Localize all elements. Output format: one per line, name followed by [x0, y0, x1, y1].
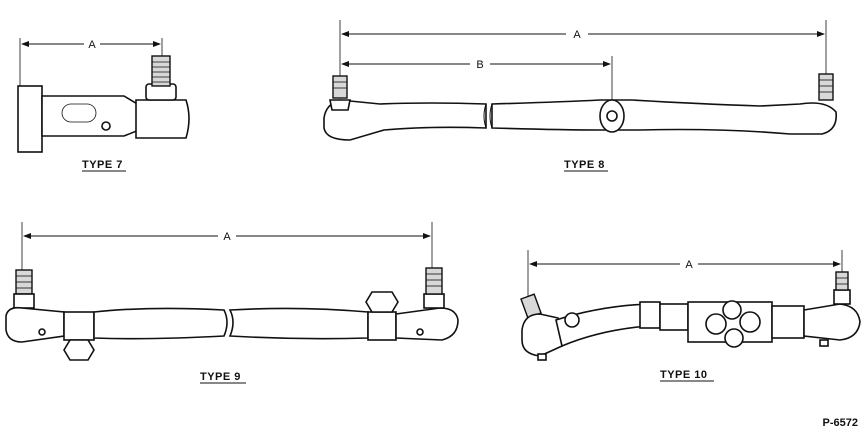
type-9-left-clamp [63, 311, 95, 341]
type-10-port-2 [722, 300, 742, 320]
type-9-right-socket [395, 307, 459, 341]
type-9-right-stud [425, 267, 443, 295]
type-7-socket-housing [135, 99, 190, 139]
type-9-dim-a-label: A [223, 231, 231, 243]
type-10-sleeve-left [659, 303, 689, 331]
type-10-dim-a-label: A [685, 259, 693, 271]
type-8-caption: TYPE 8 [564, 159, 605, 171]
type-10-right-stud-base [833, 289, 851, 305]
type-8-adjuster-bolt [606, 110, 618, 122]
type-9-left-grease-fitting [38, 328, 46, 336]
type-9-right-clamp [367, 311, 397, 341]
type-8-assembly: A B TYPE 8 [323, 20, 838, 172]
plate-number: P-6572 [823, 417, 858, 429]
type-10-caption: TYPE 10 [660, 369, 708, 381]
type-10-port-3 [739, 311, 761, 333]
type-9-assembly: A TYPE 9 [5, 222, 459, 384]
type-10-port-1 [705, 313, 727, 335]
type-7-threaded-stud [151, 55, 171, 87]
type-7-tube [41, 95, 145, 137]
type-10-clamp-bolt [564, 312, 580, 328]
type-7-bolt [101, 121, 111, 131]
type-9-left-socket [5, 306, 65, 343]
type-10-left-grease-fitting [537, 353, 547, 361]
type-7-slot [61, 103, 97, 123]
type-10-right-stud [835, 271, 849, 291]
type-10-clamp [639, 301, 661, 329]
type-9-left-clamp-nut [63, 339, 95, 361]
type-7-dim-a-label: A [88, 39, 96, 51]
type-9-caption: TYPE 9 [200, 371, 241, 383]
type-10-right-grease-fitting [819, 339, 829, 347]
type-9-right-grease-fitting [416, 328, 424, 336]
type-9-tube-right [228, 307, 369, 340]
type-10-right-socket [803, 303, 861, 341]
type-7-clamp-block [17, 85, 43, 153]
type-7-caption: TYPE 7 [82, 159, 123, 171]
type-10-port-4 [724, 328, 744, 348]
type-8-dim-a-label: A [573, 29, 581, 41]
type-10-assembly: A TYPE 10 [520, 250, 861, 382]
type-8-left-stud [332, 75, 348, 99]
type-9-right-clamp-nut [365, 291, 399, 313]
type-9-left-stud-base [13, 293, 35, 309]
type-9-right-stud-base [423, 293, 445, 309]
type-8-right-arm [491, 99, 838, 135]
type-8-right-stud [818, 73, 834, 101]
type-8-left-socket-cap [329, 99, 351, 111]
type-10-sleeve-right [771, 305, 805, 339]
type-7-assembly: A TYPE 7 [17, 38, 190, 172]
type-9-tube-left [93, 307, 228, 340]
type-8-dim-b-label: B [476, 59, 483, 71]
